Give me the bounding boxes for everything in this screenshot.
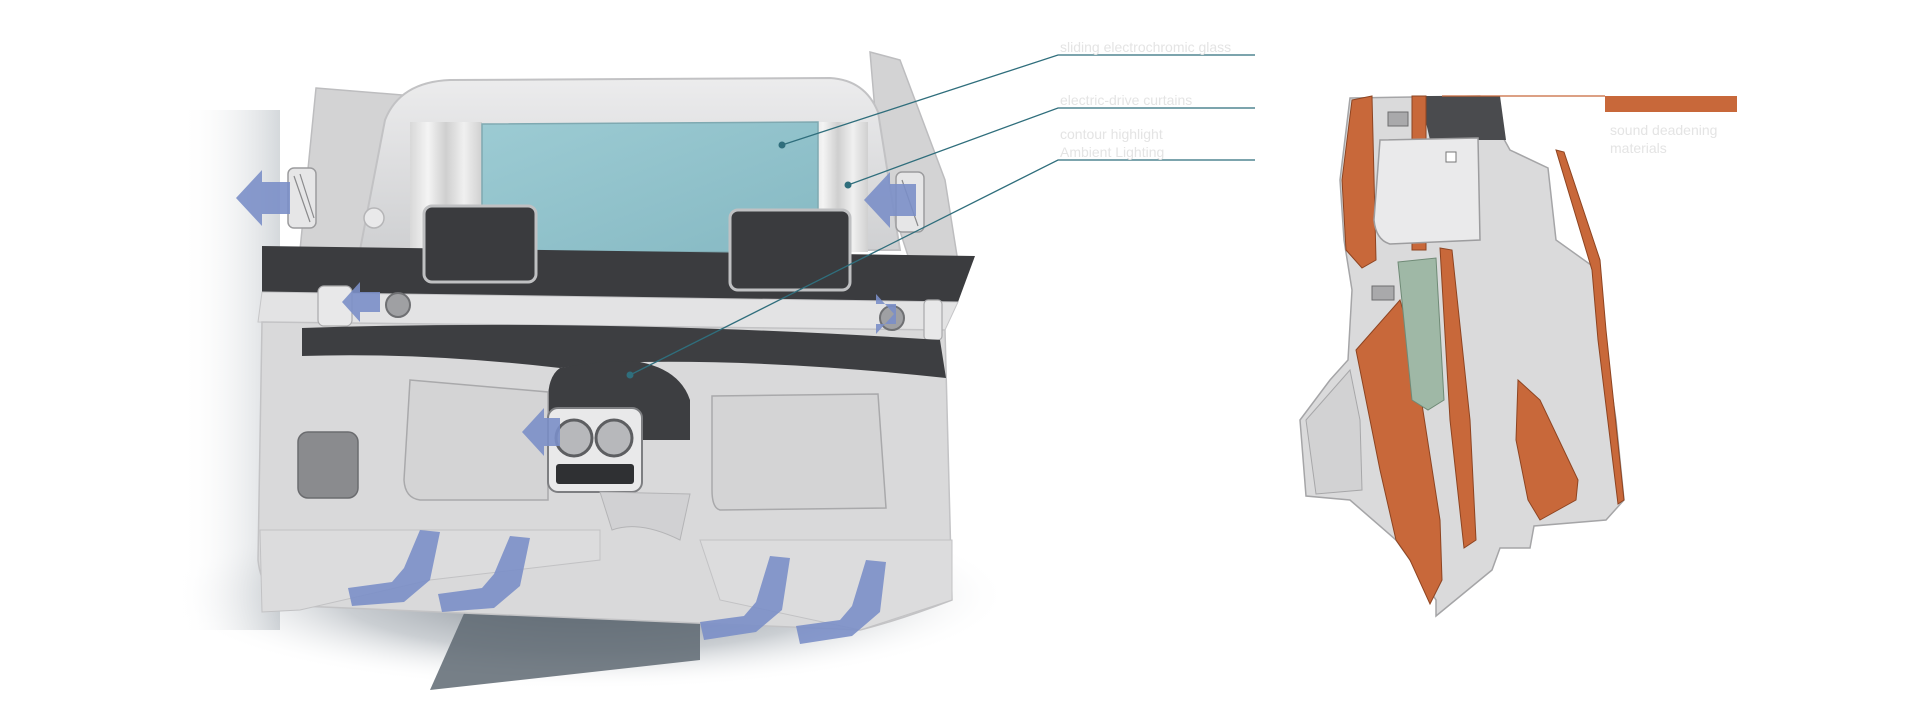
left-mid-vent — [385, 292, 411, 318]
airflow-arrow-left-upper — [236, 170, 290, 226]
right-monitor — [728, 208, 852, 292]
left-seatback-pocket — [403, 379, 549, 501]
center-column — [599, 491, 691, 541]
airflow-arrow-floor-2 — [438, 536, 530, 612]
label-ambient-lighting: Ambient Lighting — [1060, 144, 1165, 160]
sound-material-center-rib — [1439, 247, 1477, 549]
label-curtains: electric-drive curtains — [1060, 92, 1193, 108]
sound-material-right-edge — [1555, 149, 1625, 505]
rear-cabin-illustration — [170, 51, 1010, 690]
center-vent-left — [554, 418, 594, 458]
airflow-arrow-left-mid — [342, 282, 380, 322]
leader-dots — [626, 141, 852, 379]
airflow-arrow-right-mid — [876, 294, 896, 334]
airflow-arrow-center — [522, 408, 560, 456]
sound-material-lower-right — [1515, 378, 1579, 521]
side-glass — [1397, 257, 1445, 411]
leader-curtains — [847, 107, 1255, 186]
airflow-arrows — [236, 170, 916, 644]
left-monitor — [422, 204, 538, 284]
top-beam — [1420, 96, 1506, 140]
label-sound-deadening: sound deadening — [1610, 122, 1718, 138]
center-vent-right — [594, 418, 634, 458]
leader-contour — [629, 159, 1255, 376]
sound-deadening-illustration — [1299, 95, 1625, 618]
leader-sliding-glass — [781, 54, 1255, 146]
reading-lamp — [363, 207, 385, 229]
airflow-arrow-floor-1 — [348, 530, 440, 606]
label-sound-materials: materials — [1610, 140, 1667, 156]
airflow-arrow-floor-3 — [700, 556, 790, 640]
speaker-grille — [297, 431, 359, 499]
label-sliding-glass: sliding electrochromic glass — [1060, 39, 1232, 55]
airflow-arrow-right-upper — [864, 172, 916, 228]
right-seatback-pocket — [711, 393, 887, 511]
contour-band — [302, 324, 946, 378]
center-control-panel — [556, 464, 634, 484]
label-contour-highlight: contour highlight — [1060, 126, 1163, 142]
sound-material-upper-left — [1341, 95, 1377, 269]
airflow-arrow-floor-4 — [796, 560, 886, 644]
upper-opening — [1373, 137, 1481, 245]
leader-lines — [629, 54, 1255, 376]
sound-material-swatch — [1605, 96, 1737, 112]
